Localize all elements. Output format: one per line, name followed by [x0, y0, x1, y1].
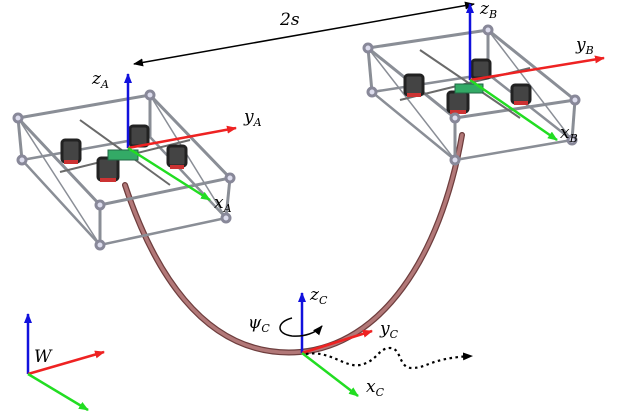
separation-label: 2s [279, 10, 300, 30]
frame-a-x-axis [127, 146, 211, 202]
frame-c-axes [298, 292, 373, 397]
frame-c-x-axis [301, 352, 359, 397]
frame-b-x-label: xB [560, 123, 578, 145]
frame-a-y-label: yA [243, 107, 262, 129]
frame-c-y-axis [301, 329, 373, 355]
separation-arrow [133, 1, 475, 67]
frame-a-x-label: xA [214, 193, 232, 215]
world-x-axis [27, 372, 89, 412]
frame-a-axes [124, 73, 237, 202]
yaw-rotation-arrow [279, 317, 323, 337]
frame-b-x-axis [469, 78, 558, 142]
frame-c-y-label: yC [379, 319, 399, 341]
world-frame-label: W [34, 347, 53, 367]
frame-c-z-label: zC [309, 285, 328, 307]
frame-b-z-label: zB [479, 0, 497, 21]
frame-a-z-label: zA [91, 69, 109, 91]
frame-a-y-axis [127, 125, 237, 150]
world-y-axis [27, 350, 105, 376]
frame-b-y-axis [469, 55, 605, 82]
quadrotor-b [362, 24, 581, 166]
frame-b-y-label: yB [575, 35, 594, 57]
world-frame-axes [24, 313, 105, 412]
frame-c-x-label: xC [366, 377, 385, 399]
quadrotor-a [12, 89, 236, 251]
yaw-label: ψC [248, 313, 270, 335]
cable [122, 132, 465, 356]
trajectory-path [305, 346, 473, 370]
frame-b-axes [466, 3, 605, 142]
